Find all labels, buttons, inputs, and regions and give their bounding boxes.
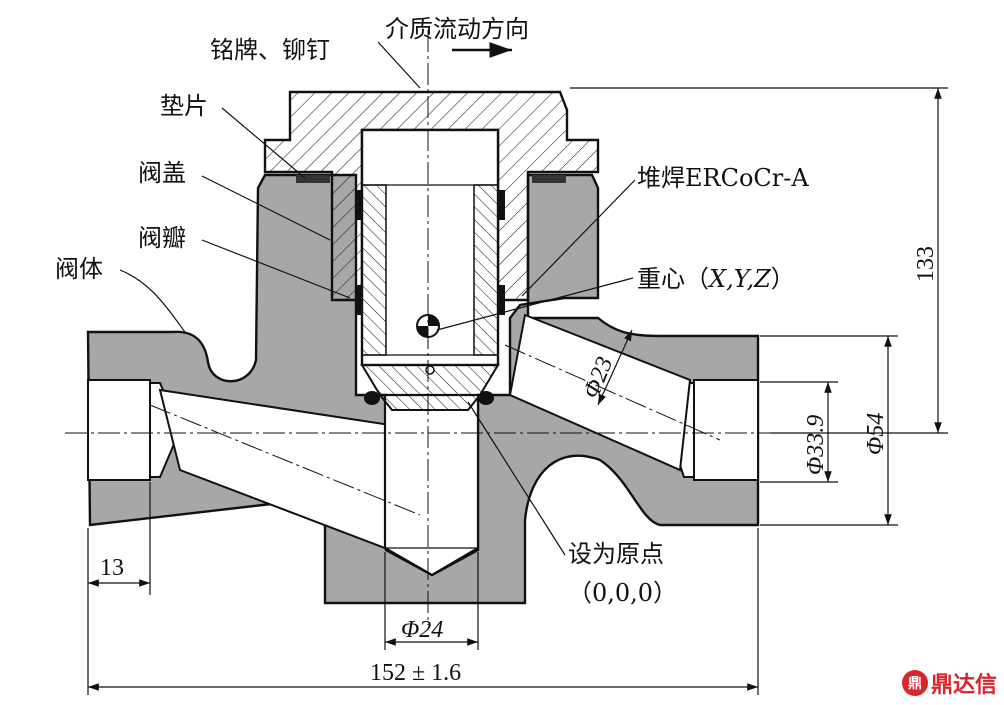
diameter-54-dimension: Φ54	[863, 413, 889, 455]
seat-hatch	[360, 364, 500, 411]
right-port	[693, 379, 759, 481]
nameplate-rivet-label: 铭牌、铆钉	[210, 36, 330, 64]
height-dimension: 133	[913, 246, 939, 282]
origin-label: 设为原点	[568, 540, 664, 568]
overall-length-dimension: 152 ± 1.6	[370, 660, 461, 686]
diameter-33-9-dimension: Φ33.9	[803, 415, 829, 475]
hardfacing-label: 堆焊ERCoCr-A	[637, 164, 809, 192]
left-port-cone	[149, 382, 182, 478]
leader-lines	[119, 41, 636, 556]
origin-coordinates-label: （0,0,0）	[568, 579, 677, 607]
gasket-right	[532, 175, 566, 183]
disc-sleeve-left	[361, 184, 387, 356]
watermark-logo: 鼎 鼎达信	[902, 666, 997, 700]
flow-direction-label: 介质流动方向	[385, 15, 529, 43]
diameter-24-dimension: Φ24	[401, 617, 443, 643]
left-port	[87, 379, 151, 481]
center-of-gravity-icon	[416, 314, 440, 338]
disc-sleeve-right	[473, 184, 499, 356]
gasket-left	[296, 175, 330, 183]
end-length-dimension: 13	[100, 555, 124, 581]
body-label: 阀体	[55, 255, 103, 283]
bonnet-label: 阀盖	[138, 159, 186, 187]
logo-text: 鼎达信	[931, 673, 998, 698]
disc-label: 阀瓣	[138, 224, 186, 252]
center-of-gravity-label: 重心（X,Y,Z）	[637, 265, 795, 293]
logo-icon: 鼎	[902, 670, 928, 696]
gasket-label: 垫片	[160, 92, 208, 120]
